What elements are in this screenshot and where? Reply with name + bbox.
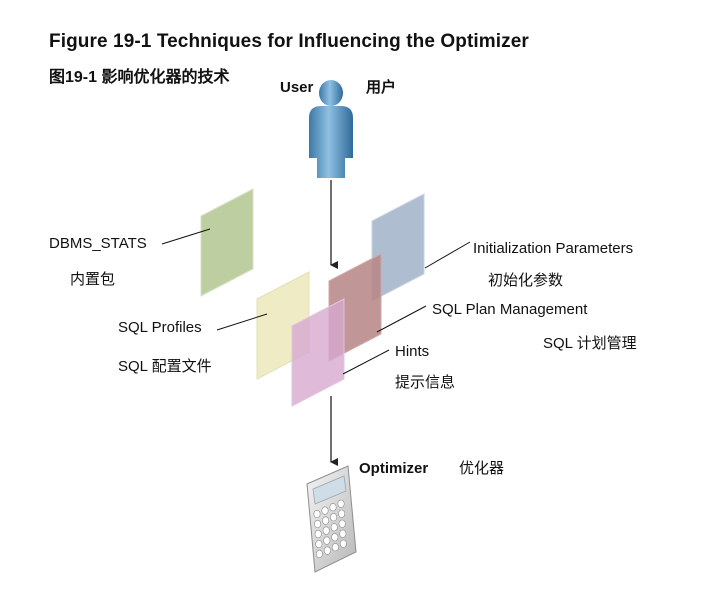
calculator-key: [339, 539, 347, 548]
leader-sql-profiles: [216, 313, 268, 331]
hints-label-zh: 提示信息: [395, 374, 455, 391]
calculator-key: [314, 519, 322, 529]
calculator-key: [315, 539, 323, 549]
calculator-key: [321, 506, 329, 515]
calculator-key: [313, 509, 321, 519]
leader-dbms-stats: [161, 228, 211, 245]
leader-spm: [376, 305, 427, 333]
calculator-key: [338, 509, 346, 518]
calculator-icon: [306, 465, 357, 573]
calculator-key: [329, 503, 337, 512]
calculator-key: [315, 549, 323, 559]
sql-profiles-label-zh: SQL 配置文件: [118, 358, 212, 375]
dbms-stats-label: DBMS_STATS: [49, 235, 147, 252]
optimizer-label: Optimizer: [359, 460, 428, 477]
calculator-key: [323, 546, 331, 555]
user-label: User: [280, 79, 314, 96]
calculator-key: [322, 516, 330, 525]
calculator-key: [338, 519, 346, 528]
hints-plane: [291, 298, 345, 407]
calculator-key: [330, 523, 338, 532]
hints-label: Hints: [395, 343, 429, 360]
user-label-zh: 用户: [366, 78, 396, 96]
dbms-stats-label-zh: 内置包: [70, 271, 115, 288]
leader-init-params: [424, 241, 471, 269]
calculator-key: [314, 529, 322, 539]
sql-profiles-label: SQL Profiles: [118, 319, 202, 336]
calculator-key: [322, 526, 330, 535]
calculator-key: [331, 543, 339, 552]
user-icon: [309, 80, 353, 178]
spm-label-zh: SQL 计划管理: [543, 335, 637, 352]
figure-title: Figure 19-1 Techniques for Influencing t…: [49, 31, 529, 52]
calculator-key: [330, 513, 338, 522]
figure-subtitle: 图19-1 影响优化器的技术: [49, 69, 230, 86]
leader-hints: [342, 349, 390, 375]
spm-label: SQL Plan Management: [432, 301, 588, 318]
calculator-key: [339, 529, 347, 538]
init-params-label-zh: 初始化参数: [488, 272, 563, 289]
optimizer-label-zh: 优化器: [459, 460, 504, 477]
init-params-label: Initialization Parameters: [473, 240, 633, 257]
calculator-key: [323, 536, 331, 545]
calculator-key: [337, 499, 345, 508]
dbms-stats-plane: [200, 188, 254, 297]
calculator-key: [331, 533, 339, 542]
